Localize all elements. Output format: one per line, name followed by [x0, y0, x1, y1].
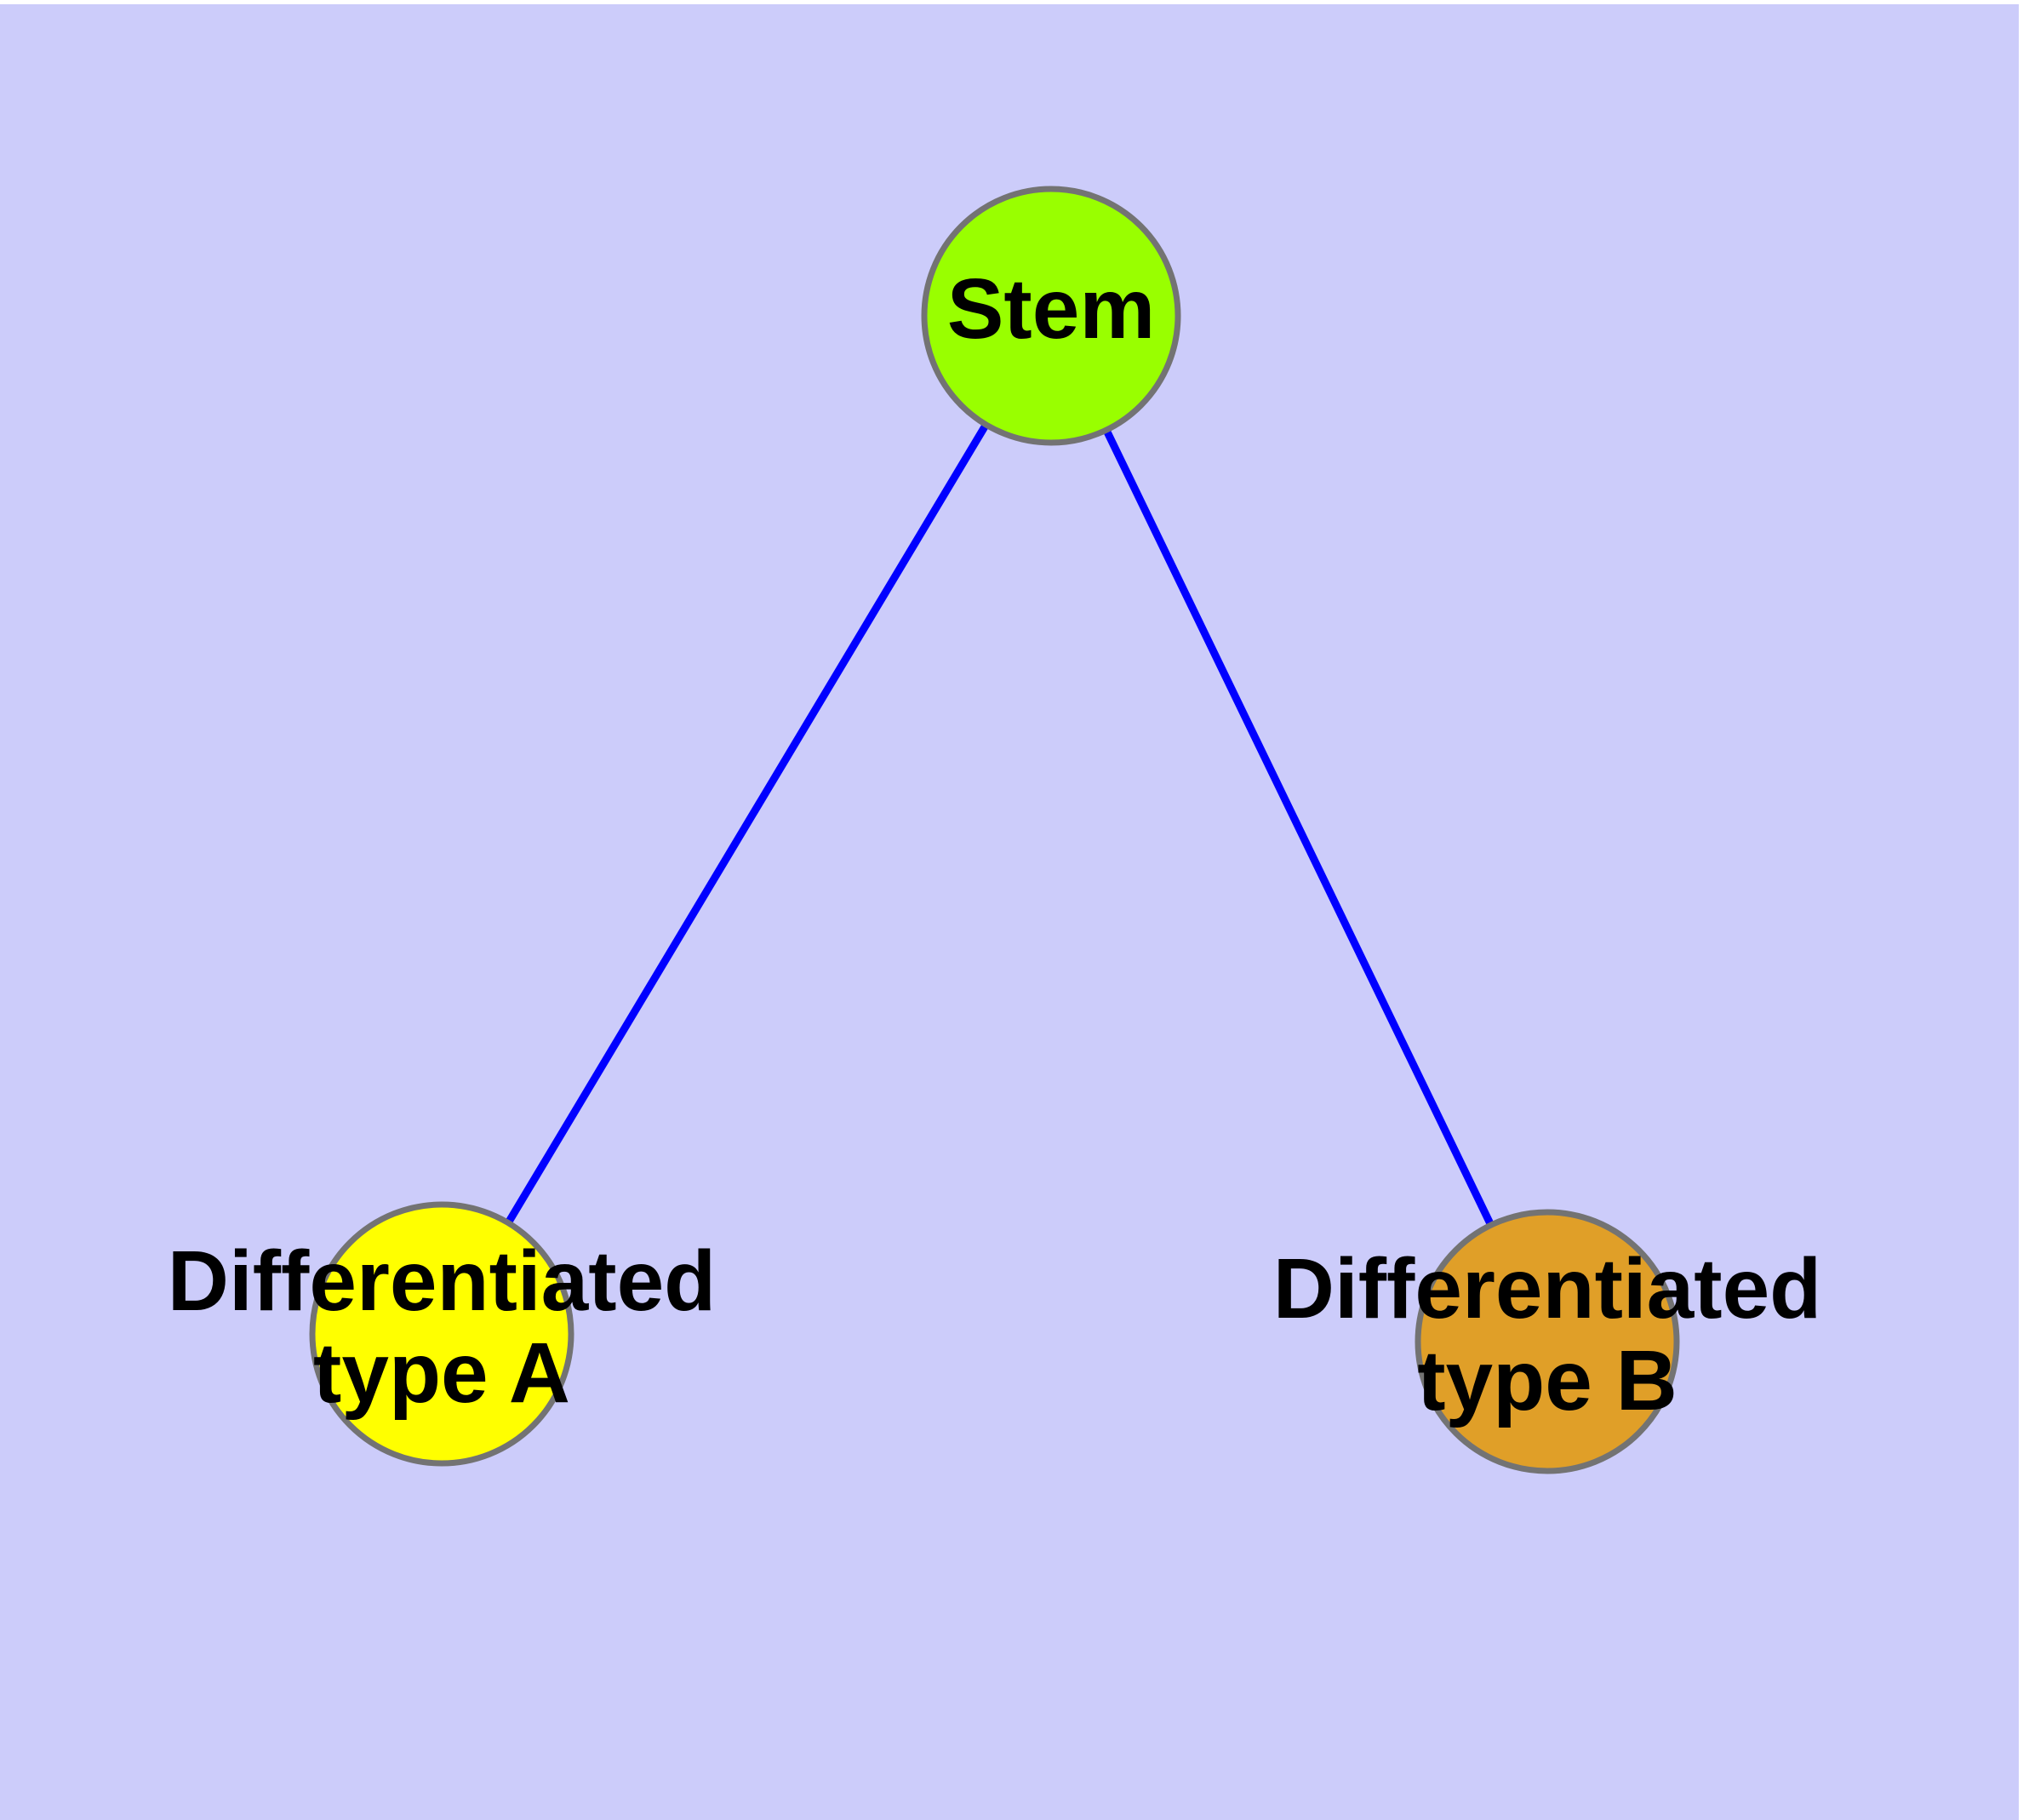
node-label-line: Differentiated [1273, 1241, 1822, 1336]
node-label-line: Stem [947, 261, 1156, 357]
node-label-line: type B [1417, 1333, 1677, 1428]
node-stem-circle[interactable] [921, 186, 1181, 446]
edge-stem-to-differentiated-type-b[interactable] [1047, 314, 1552, 1343]
node-stem-label: Stem [947, 261, 1156, 357]
node-label-line: type A [313, 1325, 570, 1421]
node-differentiated-type-a-circle[interactable] [309, 1201, 574, 1467]
node-label-line: Differentiated [168, 1233, 717, 1329]
edge-layer [438, 313, 1552, 1343]
node-differentiated-type-b-circle[interactable] [1415, 1209, 1680, 1474]
edge-stem-to-differentiated-type-a[interactable] [438, 313, 1055, 1336]
node-layer [309, 186, 1680, 1474]
